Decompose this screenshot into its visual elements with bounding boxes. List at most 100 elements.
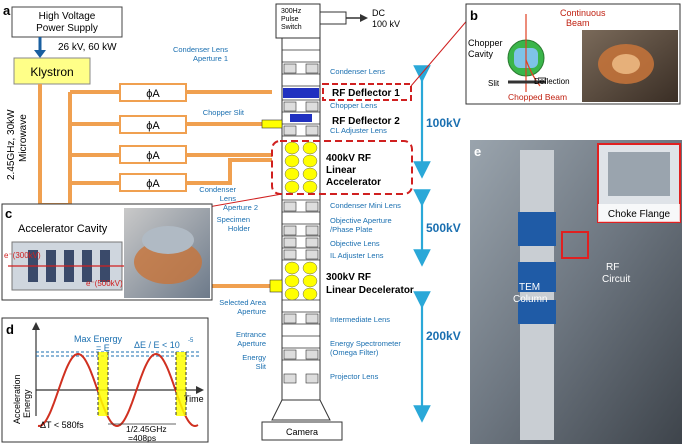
cavity-model: [8, 241, 126, 291]
left-label-es-l1: Energy: [242, 353, 266, 362]
power-supply-box: [11, 6, 123, 38]
delta-e-label: ΔE / E < 10: [134, 340, 180, 350]
connector-b: [410, 9, 477, 87]
left-label-es-l2: Slit: [256, 362, 267, 371]
decelerator-cells: [284, 261, 318, 301]
rf-circuit-line2: Circuit: [602, 274, 631, 285]
continuous-beam-line2: Beam: [566, 18, 590, 28]
right-label-obj-ap-l2: /Phase Plate: [330, 225, 373, 234]
right-label-condenser-lens: Condenser Lens: [330, 67, 385, 76]
klystron-label: Klystron: [30, 65, 73, 79]
period-line2: =408ps: [128, 433, 156, 443]
panel-label-a: a: [3, 3, 11, 18]
panel-label-e: e: [474, 144, 481, 159]
choke-flange-label: Choke Flange: [608, 209, 671, 220]
left-label-spec-l1: Specimen: [217, 215, 250, 224]
right-label-il-adjuster: IL Adjuster Lens: [330, 251, 384, 260]
decelerator-line2: Linear Decelerator: [326, 285, 414, 296]
ylabel-line1: Acceleration: [12, 374, 22, 424]
max-energy-e-label: = E: [96, 343, 110, 353]
delta-e-exponent: -5: [188, 338, 194, 344]
pulse-switch-line1: 300Hz: [281, 8, 302, 15]
left-label-ent-l1: Entrance: [236, 330, 266, 339]
column-left-labels: Condenser Lens Aperture 1 Chopper Slit C…: [173, 45, 267, 371]
delta-t-label: ΔT < 580fs: [40, 420, 84, 430]
deflection-label: Deflection: [534, 77, 570, 86]
right-label-projector: Projector Lens: [330, 372, 379, 381]
column-right-labels: Condenser Lens Chopper Lens CL Adjuster …: [330, 67, 401, 381]
chopped-beam-label: Chopped Beam: [508, 92, 567, 102]
right-label-spectrometer-l1: Energy Spectrometer: [330, 339, 401, 348]
right-label-cl-adjuster: CL Adjuster Lens: [330, 126, 387, 135]
rf-deflector-1-mark: [283, 88, 319, 98]
accelerator-highlight: [271, 140, 413, 195]
rf-deflector-2-mark: [290, 114, 312, 122]
pulse-switch-line2: Pulse: [281, 16, 299, 23]
phase-label-3: ϕA: [146, 150, 160, 162]
left-label-ent-l2: Aperture: [237, 339, 266, 348]
rf-deflector-1-highlight: [322, 83, 412, 101]
chopper-cavity-line2: Cavity: [468, 49, 494, 59]
electron-left-label: e⁻(300kV): [4, 251, 41, 260]
left-label-sa-l2: Aperture: [237, 307, 266, 316]
tem-column-line1: TEM: [519, 282, 540, 293]
left-label-cl-ap2-l2: Lens: [220, 194, 237, 203]
camera-label: Camera: [286, 427, 318, 437]
bunch-band-2: [176, 352, 186, 416]
rf-circuit-marker: [561, 231, 589, 259]
phase-box-1: [119, 83, 187, 102]
right-label-spectrometer-l2: (Omega Filter): [330, 348, 379, 357]
pulse-switch-line3: Switch: [281, 24, 302, 31]
right-label-obj-lens: Objective Lens: [330, 239, 380, 248]
accelerator-cavity-title: Accelerator Cavity: [18, 223, 108, 235]
accelerator-line1: 400kV RF: [326, 153, 371, 164]
left-label-cl-ap1-l1: Condenser Lens: [173, 45, 228, 54]
energy-200kv: 200kV: [426, 329, 461, 343]
rf-deflector-1-label: RF Deflector 1: [332, 88, 400, 99]
right-label-obj-ap-l1: Objective Aperture: [330, 216, 392, 225]
period-line1: 1/2.45GHz: [126, 424, 167, 434]
right-label-cond-mini: Condenser Mini Lens: [330, 201, 401, 210]
right-label-intermediate: Intermediate Lens: [330, 315, 390, 324]
phase-shifters: ϕA ϕA ϕA ϕA: [119, 83, 187, 192]
slit-label: Slit: [488, 79, 500, 88]
phase-box-4: [119, 173, 187, 192]
energy-500kv: 500kV: [426, 221, 461, 235]
rf-deflector-2-label: RF Deflector 2: [332, 116, 400, 127]
xlabel-time: Time: [184, 394, 204, 404]
energy-100kv: 100kV: [426, 116, 461, 130]
left-label-cl-ap2-l3: Aperture 2: [223, 203, 258, 212]
power-supply-line1: High Voltage: [39, 11, 96, 22]
left-label-cl-ap1-l2: Aperture 1: [193, 54, 228, 63]
panel-label-c: c: [5, 206, 12, 221]
phase-label-2: ϕA: [146, 120, 160, 132]
acceleration-sine: [37, 352, 199, 428]
power-supply-line2: Power Supply: [36, 23, 98, 34]
power-arrow-head: [34, 50, 46, 58]
phase-label-4: ϕA: [146, 178, 160, 190]
panel-label-d: d: [6, 322, 14, 337]
max-energy-label: Max Energy: [74, 334, 123, 344]
bunch-band-1: [98, 352, 108, 416]
electron-right-label: e⁻(500kV): [86, 279, 123, 288]
panel-label-b: b: [470, 8, 478, 23]
left-label-spec-l2: Holder: [228, 224, 251, 233]
rf-circuit-line1: RF: [606, 262, 619, 273]
dc-line2: 100 kV: [372, 19, 400, 29]
accelerator-line2: Linear: [326, 165, 356, 176]
right-label-chopper-lens: Chopper Lens: [330, 101, 377, 110]
chopper-cavity-line1: Chopper: [468, 38, 503, 48]
phase-box-2: [119, 115, 187, 134]
continuous-beam-line1: Continuous: [560, 8, 606, 18]
klystron-box: [13, 57, 91, 85]
tem-column: 300Hz Pulse Switch DC 100 kV: [261, 3, 400, 441]
photo-column: [520, 150, 554, 440]
ylabel-line2: Energy: [22, 389, 32, 418]
pulse-switch-box: [275, 3, 321, 39]
accelerator-cells: [284, 141, 318, 194]
phase-label-1: ϕA: [146, 88, 160, 100]
tem-column-line2: Column: [513, 294, 547, 305]
dc-line1: DC: [372, 8, 385, 18]
phase-box-3: [119, 145, 187, 164]
